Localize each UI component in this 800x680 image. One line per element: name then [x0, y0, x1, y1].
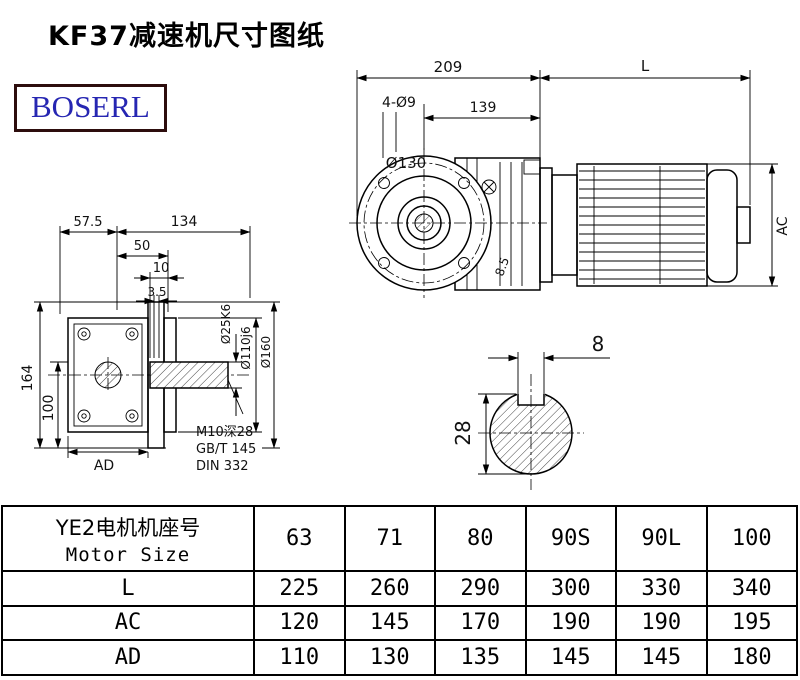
dim-57-5: 57.5 — [74, 215, 103, 230]
dim-4-holes: 4-Ø9 — [382, 95, 416, 111]
table-cell: 180 — [705, 639, 796, 674]
dim-key-height-28: 28 — [451, 420, 475, 445]
table-cell: 145 — [615, 639, 706, 674]
motor-size-label-cn: YE2电机机座号 — [55, 515, 201, 540]
dim-key-width-8: 8 — [592, 332, 605, 356]
table-cell: 290 — [434, 570, 525, 605]
table-col-header: 80 — [434, 507, 525, 570]
dim-spigot-d110: Ø110j6 — [239, 326, 253, 369]
table-cell: 145 — [343, 604, 434, 640]
dim-shaft-d25: Ø25K6 — [219, 304, 233, 344]
dim-AC: AC — [775, 216, 791, 235]
table-cell: 190 — [524, 604, 615, 640]
table-cell: 225 — [253, 570, 344, 605]
dim-L: L — [641, 57, 650, 75]
dim-50: 50 — [134, 239, 151, 254]
dim-8-5: 8.5 — [492, 255, 512, 278]
table-cell: 130 — [343, 639, 434, 674]
dim-164: 164 — [20, 365, 36, 392]
table-col-header: 71 — [343, 507, 435, 570]
brand-logo: BOSERL — [14, 84, 167, 132]
table-cell: 135 — [434, 639, 525, 674]
dim-3-5: 3.5 — [147, 285, 166, 299]
table-cell: 110 — [253, 639, 344, 674]
note-gb-standard: GB/T 145 — [196, 442, 256, 457]
table-row-label: AC — [3, 604, 253, 640]
table-col-header: 90L — [615, 507, 706, 570]
table-col-header: 100 — [705, 507, 797, 570]
technical-drawing: 209 L 4-Ø9 139 Ø130 8.5 AC — [20, 57, 791, 490]
note-tap-hole: M10深28 — [196, 425, 253, 440]
table-col-header: 90S — [524, 507, 616, 570]
dim-139: 139 — [470, 100, 497, 116]
side-view: 57.5 134 50 10 3.5 164 100 AD Ø25K6 Ø110… — [20, 214, 280, 474]
dim-flange-d130: Ø130 — [386, 154, 426, 172]
note-din-standard: DIN 332 — [196, 459, 249, 474]
dim-flange-d160: Ø160 — [259, 336, 273, 368]
table-cell: 190 — [615, 604, 706, 640]
table-cell: 300 — [524, 570, 615, 605]
front-view: 209 L 4-Ø9 139 Ø130 8.5 AC — [349, 57, 791, 298]
motor-size-header-cell: YE2电机机座号 Motor Size — [3, 507, 253, 570]
table-row-label: AD — [3, 639, 253, 674]
table-row-label: L — [3, 570, 253, 605]
table-col-header: 63 — [253, 507, 344, 570]
motor-end-cap — [706, 169, 738, 283]
dim-10: 10 — [153, 261, 170, 276]
dim-AD: AD — [94, 458, 114, 474]
motor-size-label-en: Motor Size — [65, 543, 191, 566]
page-title: KF37减速机尺寸图纸 — [48, 21, 325, 52]
motor-adapter — [539, 167, 553, 283]
dim-100: 100 — [41, 395, 57, 422]
table-cell: 120 — [253, 604, 344, 640]
table-cell: 340 — [705, 570, 796, 605]
dimension-table: YE2电机机座号 Motor Size 63 71 80 90S 90L 100… — [1, 505, 798, 676]
dim-209: 209 — [434, 58, 463, 76]
output-shaft — [149, 361, 229, 389]
table-cell: 145 — [524, 639, 615, 674]
shaft-key-section: 8 28 — [451, 332, 610, 490]
table-cell: 170 — [434, 604, 525, 640]
dim-134: 134 — [171, 214, 198, 230]
table-cell: 330 — [615, 570, 706, 605]
table-cell: 260 — [343, 570, 434, 605]
table-cell: 195 — [705, 604, 796, 640]
